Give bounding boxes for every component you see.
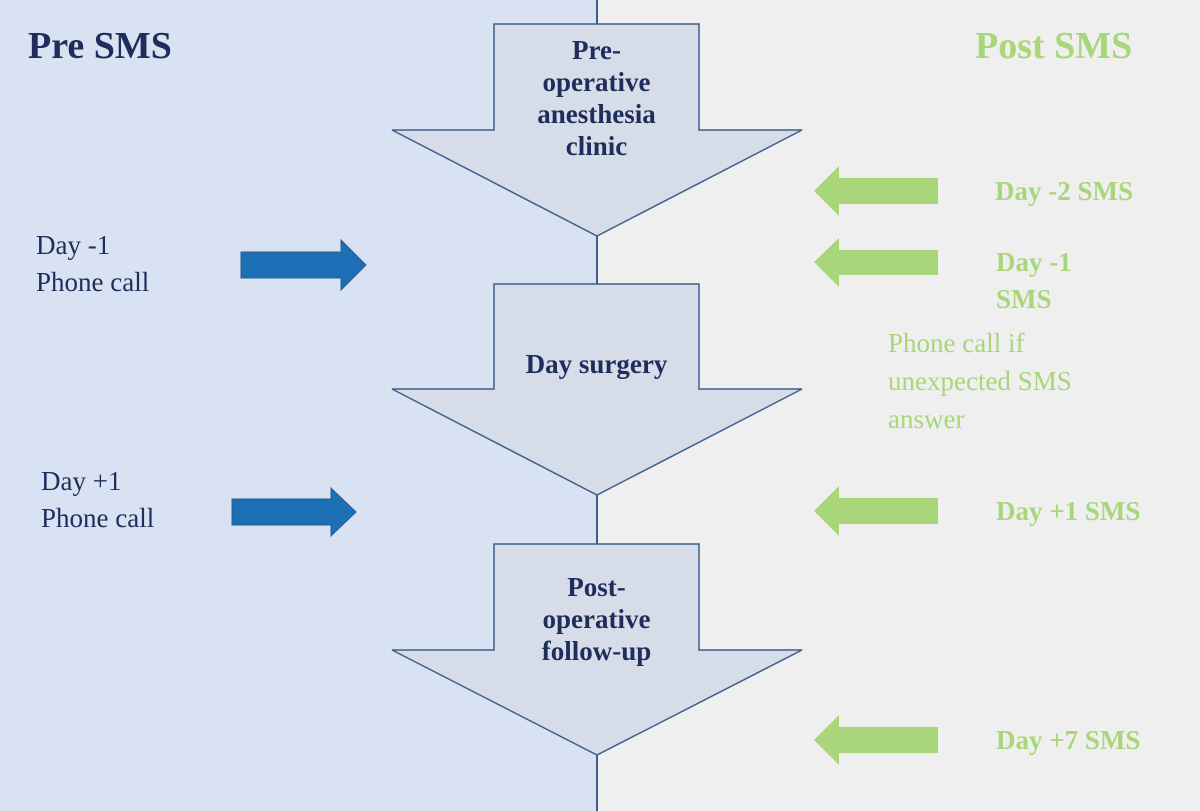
post-arrow-day-minus-1 (814, 238, 938, 287)
post-arrow-day-plus-1 (814, 486, 938, 536)
stage-label-day-surgery: Day surgery (525, 349, 668, 379)
pre-sms-heading: Pre SMS (28, 25, 172, 67)
pre-arrow-day-plus-1 (231, 486, 357, 538)
stage-arrow-day-surgery (391, 283, 803, 496)
post-arrow-day-minus-2 (814, 166, 938, 216)
pre-arrow-day-minus-1 (240, 238, 367, 292)
post-step-day-minus-2: Day -2 SMS (995, 176, 1134, 206)
post-step-day-plus-1: Day +1 SMS (996, 496, 1141, 526)
stage-arrow-postoperative-followup (391, 543, 803, 756)
post-arrow-day-plus-7 (814, 715, 938, 765)
stage-arrow-preoperative-clinic (391, 23, 803, 237)
post-sms-heading: Post SMS (975, 25, 1133, 67)
post-step-day-plus-7: Day +7 SMS (996, 725, 1141, 755)
